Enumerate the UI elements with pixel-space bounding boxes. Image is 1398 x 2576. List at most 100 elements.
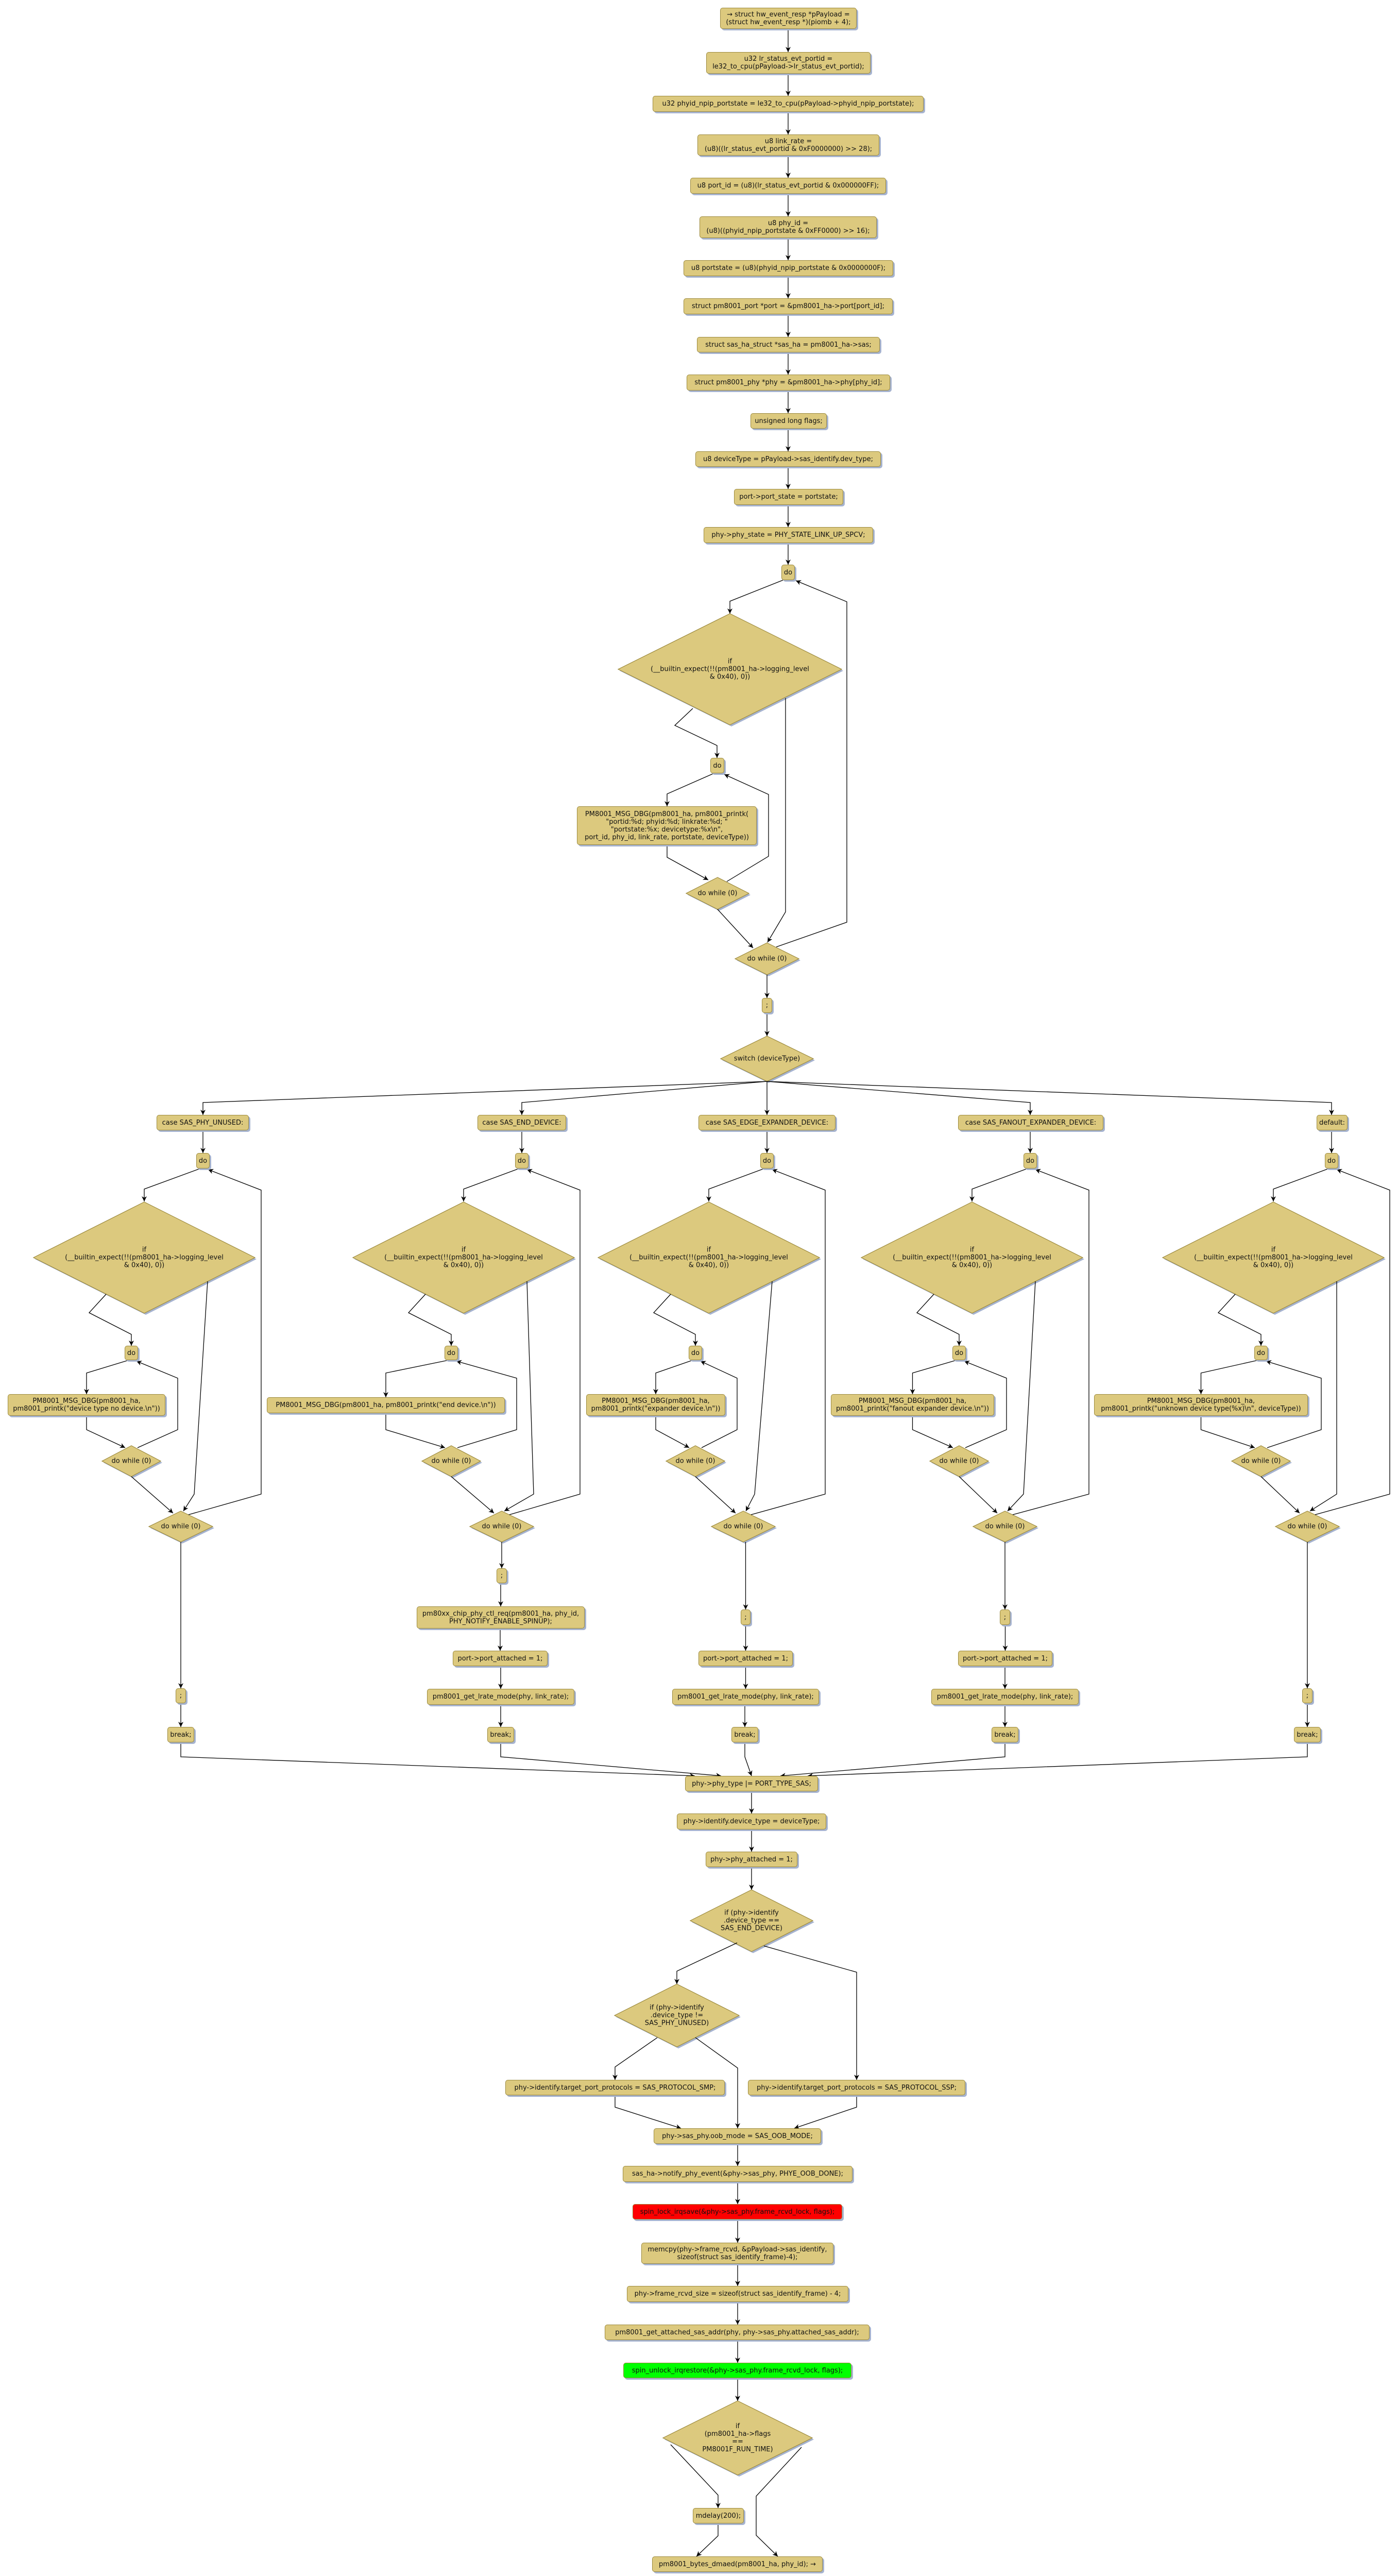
case-label-node: default: bbox=[1317, 1115, 1348, 1130]
edge-arrow bbox=[509, 1168, 581, 1515]
break-node: break; bbox=[487, 1727, 514, 1742]
edge-arrow bbox=[612, 2037, 658, 2080]
edge-arrow bbox=[674, 708, 720, 758]
edge-arrow bbox=[766, 1081, 1033, 1115]
case-do-node: do bbox=[515, 1153, 528, 1168]
if-end-device-decision: if (phy->identify .device_type == SAS_EN… bbox=[721, 1909, 782, 1933]
case-statement-node: pm80xx_chip_phy_ctl_req(pm8001_ha, phy_i… bbox=[417, 1606, 585, 1629]
case-outer-do-while-decision: do while (0) bbox=[723, 1522, 763, 1531]
case-outer-do-while-decision: do while (0) bbox=[985, 1522, 1025, 1531]
case-if-logging-decision-shape bbox=[597, 1201, 821, 1314]
edge-arrow bbox=[780, 1742, 1005, 1778]
case-inner-do-while-decision: do while (0) bbox=[939, 1457, 979, 1465]
edge-arrow bbox=[751, 1168, 826, 1515]
statement-node: u8 phy_id = (u8)((phyid_npip_portstate &… bbox=[700, 216, 877, 238]
if-run-time-decision-shape bbox=[662, 2400, 813, 2476]
case-inner-do-while-decision: do while (0) bbox=[431, 1457, 471, 1465]
case-statement-node: ; bbox=[741, 1609, 751, 1625]
edge-arrow bbox=[461, 1168, 520, 1201]
case-statement-node: port->port_attached = 1; bbox=[453, 1651, 548, 1666]
case-inner-do-while-decision: do while (0) bbox=[675, 1457, 715, 1465]
case-statement-node: port->port_attached = 1; bbox=[958, 1651, 1052, 1666]
edge-arrow bbox=[504, 1281, 534, 1512]
statement-node: memcpy(phy->frame_rcvd, &pPayload->sas_i… bbox=[641, 2243, 833, 2264]
statement-node: struct pm8001_port *port = &pm8001_ha->p… bbox=[684, 298, 893, 314]
case-outer-do-while-decision-shape bbox=[710, 1511, 776, 1543]
edge-arrow bbox=[745, 1281, 773, 1512]
statement-node: phy->identify.device_type = deviceType; bbox=[677, 1814, 826, 1829]
inner-do-while-decision: do while (0) bbox=[697, 889, 738, 897]
edge-arrow bbox=[500, 1742, 722, 1778]
case-inner-do-node: do bbox=[445, 1346, 458, 1360]
case-inner-do-while-decision: do while (0) bbox=[111, 1457, 151, 1465]
edge-arrow bbox=[200, 1081, 768, 1115]
edge-arrow bbox=[136, 1361, 178, 1448]
case-if-logging-decision: if (__builtin_expect(!!(pm8001_ha->loggi… bbox=[893, 1246, 1051, 1269]
edge-arrow bbox=[615, 2095, 681, 2129]
spin-lock-node: spin_lock_irqsave(&phy->sas_phy.frame_rc… bbox=[633, 2204, 842, 2219]
case-statement-node: ; bbox=[1000, 1609, 1010, 1625]
edge-arrow bbox=[763, 1945, 859, 2080]
case-statement-node: ; bbox=[176, 1688, 186, 1703]
case-statement-node: pm8001_get_lrate_mode(phy, link_rate); bbox=[427, 1689, 574, 1705]
case-label-node: case SAS_END_DEVICE: bbox=[478, 1115, 566, 1130]
edge-arrow bbox=[727, 580, 783, 614]
exit-node: pm8001_bytes_dmaed(pm8001_ha, phy_id); → bbox=[652, 2556, 823, 2572]
case-inner-do-node: do bbox=[689, 1346, 702, 1360]
case-if-logging-decision: if (__builtin_expect(!!(pm8001_ha->loggi… bbox=[1194, 1246, 1353, 1269]
statement-node: phy->sas_phy.oob_mode = SAS_OOB_MODE; bbox=[654, 2128, 821, 2144]
case-if-logging-decision: if (__builtin_expect(!!(pm8001_ha->loggi… bbox=[384, 1246, 543, 1269]
edge-arrow bbox=[724, 774, 769, 882]
edge-arrow bbox=[385, 1413, 446, 1449]
edge-arrow bbox=[1012, 1168, 1089, 1515]
edge-arrow bbox=[969, 1168, 1028, 1201]
edge-arrow bbox=[1198, 1360, 1259, 1394]
if-not-unused-decision-shape bbox=[613, 1984, 740, 2047]
edge-arrow bbox=[451, 1476, 495, 1514]
edge-arrow bbox=[88, 1294, 134, 1346]
edge-arrow bbox=[180, 1742, 695, 1778]
edge-arrow bbox=[655, 1416, 690, 1448]
edge-arrow bbox=[131, 1476, 174, 1514]
edge-arrow bbox=[183, 1281, 208, 1512]
case-debug-print-node: PM8001_MSG_DBG(pm8001_ha, pm8001_printk(… bbox=[586, 1394, 725, 1416]
edge-arrow bbox=[142, 1168, 201, 1201]
statement-node: port->port_state = portstate; bbox=[734, 489, 843, 505]
case-debug-print-node: PM8001_MSG_DBG(pm8001_ha, pm8001_printk(… bbox=[1094, 1394, 1308, 1416]
if-logging-decision: if (__builtin_expect(!!(pm8001_ha->loggi… bbox=[651, 657, 809, 681]
switch-decision: switch (deviceType) bbox=[734, 1055, 800, 1063]
edge-arrow bbox=[1266, 1360, 1322, 1448]
edge-arrow bbox=[1007, 1281, 1036, 1512]
case-debug-print-node: PM8001_MSG_DBG(pm8001_ha, pm8001_printk(… bbox=[8, 1394, 165, 1416]
statement-node: u8 link_rate = (u8)((lr_status_evt_porti… bbox=[697, 134, 879, 156]
statement-node: mdelay(200); bbox=[693, 2508, 744, 2523]
case-do-node: do bbox=[196, 1153, 210, 1168]
case-outer-do-while-decision: do while (0) bbox=[1287, 1522, 1327, 1531]
case-do-node: do bbox=[1325, 1153, 1338, 1168]
edge-arrow bbox=[667, 845, 709, 880]
case-do-node: do bbox=[1024, 1153, 1037, 1168]
statement-node: unsigned long flags; bbox=[751, 413, 827, 429]
statement-node: phy->phy_attached = 1; bbox=[706, 1852, 797, 1867]
case-statement-node: port->port_attached = 1; bbox=[698, 1651, 793, 1666]
statement-node: u8 portstate = (u8)(phyid_npip_portstate… bbox=[684, 260, 893, 276]
spin-unlock-node: spin_unlock_irqrestore(&phy->sas_phy.fra… bbox=[623, 2363, 851, 2378]
edge-arrow bbox=[653, 1360, 693, 1394]
break-node: break; bbox=[1294, 1727, 1321, 1742]
if-run-time-decision: if (pm8001_ha->flags == PM8001F_RUN_TIME… bbox=[702, 2422, 773, 2453]
edge-arrow bbox=[86, 1416, 126, 1448]
edge-arrow bbox=[670, 2444, 721, 2508]
case-statement-node: ; bbox=[1302, 1688, 1312, 1703]
case-label-node: case SAS_PHY_UNUSED: bbox=[157, 1115, 249, 1130]
edge-arrow bbox=[1260, 1476, 1300, 1514]
case-debug-print-node: PM8001_MSG_DBG(pm8001_ha, pm8001_printk(… bbox=[831, 1394, 994, 1416]
debug-print-node: PM8001_MSG_DBG(pm8001_ha, pm8001_printk(… bbox=[577, 806, 757, 845]
edge-arrow bbox=[674, 1942, 738, 1984]
edge-arrow bbox=[766, 1081, 1334, 1115]
statement-node: pm8001_get_attached_sas_addr(phy, phy->s… bbox=[605, 2325, 870, 2340]
edge-arrow bbox=[767, 698, 786, 943]
case-statement-node: pm8001_get_lrate_mode(phy, link_rate); bbox=[931, 1689, 1079, 1705]
case-inner-do-node: do bbox=[125, 1346, 138, 1360]
